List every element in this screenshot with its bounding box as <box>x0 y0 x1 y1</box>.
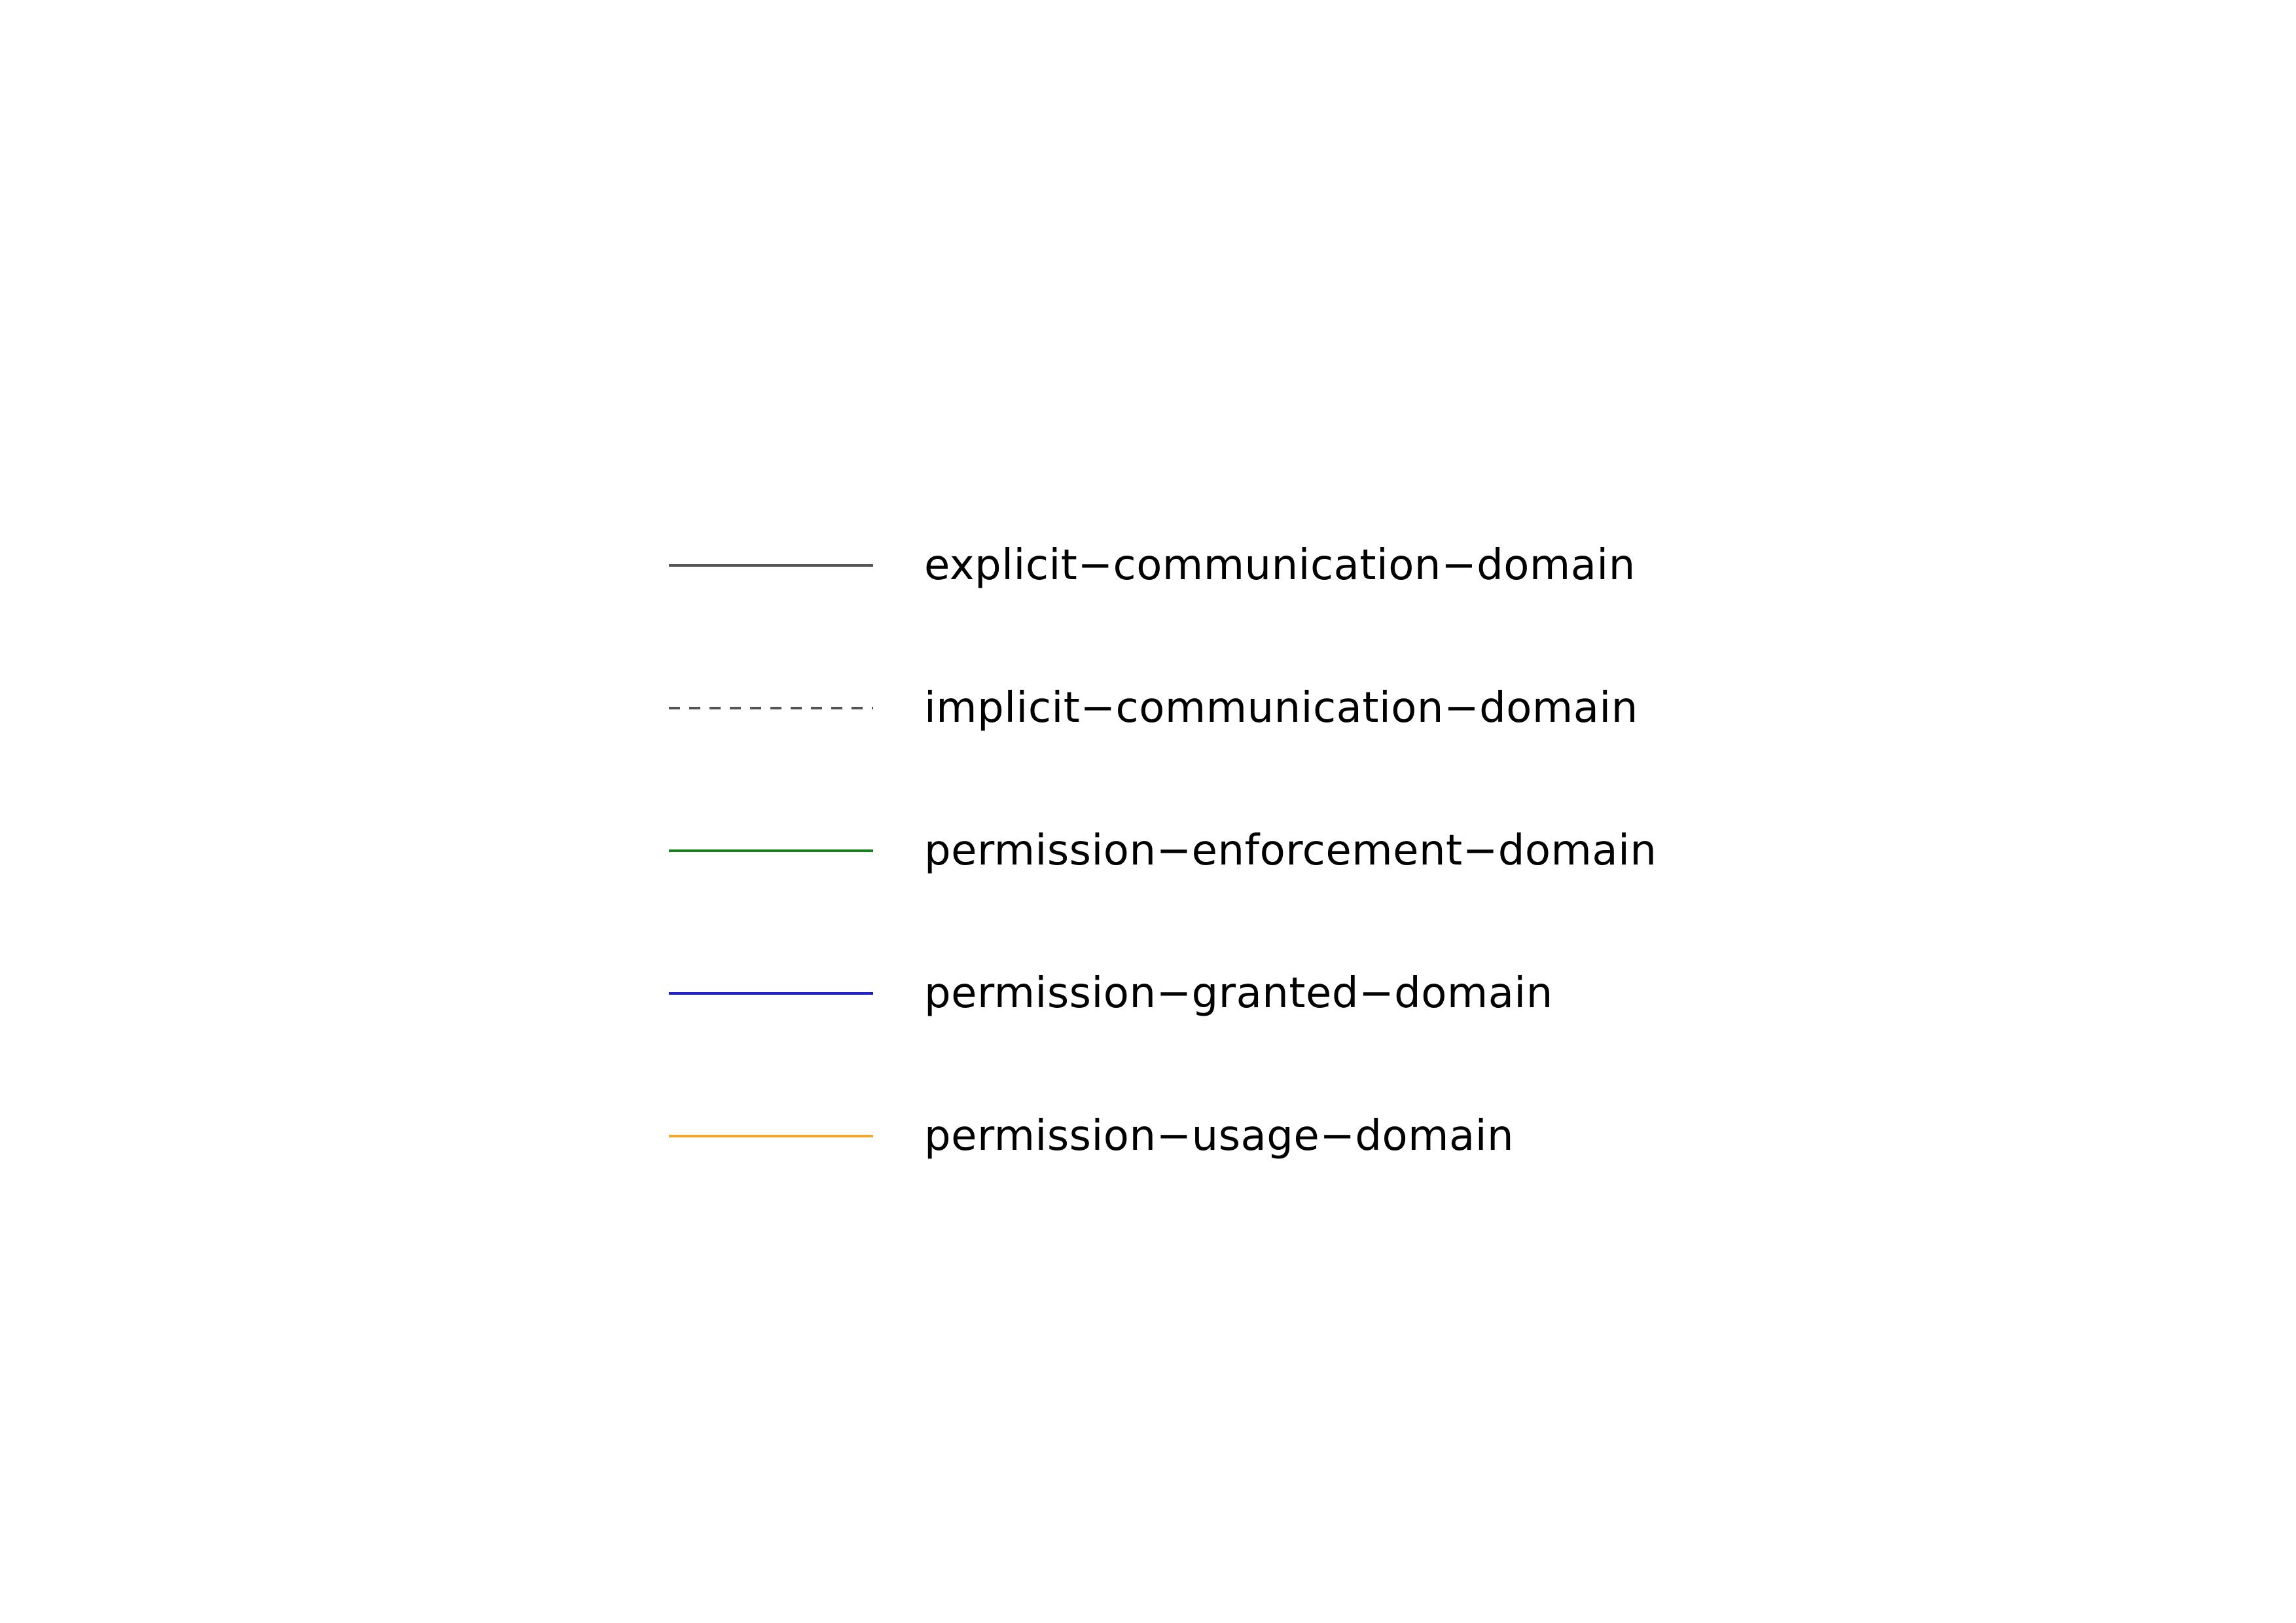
legend-item-implicit-communication: implicit−communication−domain <box>668 637 1715 779</box>
legend-label-permission-enforcement: permission−enforcement−domain <box>924 827 1657 875</box>
legend-label-explicit-communication: explicit−communication−domain <box>924 541 1636 590</box>
legend-line-permission-granted <box>669 992 873 995</box>
legend: explicit−communication−domain implicit−c… <box>668 494 1715 1207</box>
legend-line-permission-enforcement <box>669 849 873 852</box>
legend-label-permission-granted: permission−granted−domain <box>924 969 1553 1018</box>
legend-label-permission-usage: permission−usage−domain <box>924 1112 1515 1160</box>
legend-item-explicit-communication: explicit−communication−domain <box>668 494 1715 637</box>
legend-line-permission-usage <box>669 1135 873 1137</box>
legend-item-permission-usage: permission−usage−domain <box>668 1065 1715 1207</box>
legend-item-permission-granted: permission−granted−domain <box>668 922 1715 1065</box>
legend-line-explicit-communication <box>669 564 873 567</box>
legend-item-permission-enforcement: permission−enforcement−domain <box>668 779 1715 922</box>
legend-label-implicit-communication: implicit−communication−domain <box>924 684 1638 732</box>
legend-line-implicit-communication <box>669 707 873 709</box>
